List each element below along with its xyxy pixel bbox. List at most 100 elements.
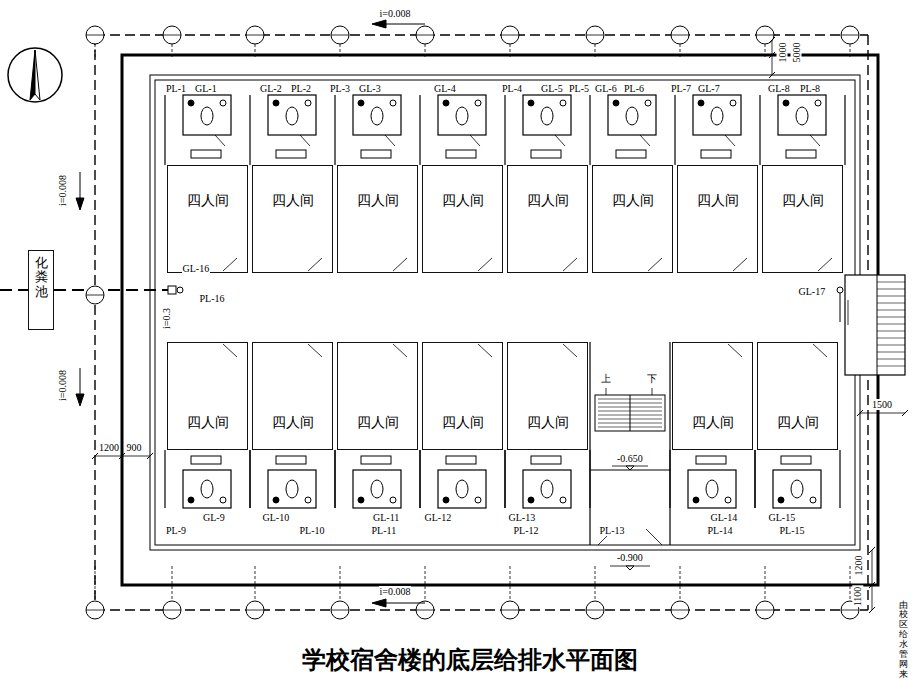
room-name: 四人间 xyxy=(697,193,739,209)
supply-riser xyxy=(305,100,311,106)
door-swing xyxy=(300,135,310,146)
drain-pipe xyxy=(95,609,868,610)
room-box: 四人间 xyxy=(762,165,843,273)
supply-riser xyxy=(220,497,226,503)
elevation-label: -0.650 xyxy=(616,453,644,464)
axis-circle-bar xyxy=(756,610,774,611)
partition-wall xyxy=(589,95,590,165)
room-name: 四人间 xyxy=(357,193,399,209)
slope-label: i=0.008 xyxy=(56,369,67,402)
wash-basin xyxy=(276,456,306,464)
pipe-label: PL-14 xyxy=(707,525,734,536)
elevation-mark xyxy=(626,466,634,470)
wash-basin xyxy=(781,456,811,464)
north-arrow-circle xyxy=(8,48,62,102)
drain-riser xyxy=(443,497,449,503)
room-box: 四人间 xyxy=(757,342,838,450)
wash-basin xyxy=(531,150,561,158)
pipe-label: GL-16 xyxy=(182,263,211,274)
axis-circle xyxy=(671,601,689,619)
pipe-label: PL-13 xyxy=(599,525,626,536)
pipe-label: PL-9 xyxy=(165,525,187,536)
partition-wall xyxy=(334,450,335,508)
wash-basin xyxy=(361,150,391,158)
slope-arrow-line xyxy=(80,368,81,396)
room-name: 四人间 xyxy=(357,415,399,431)
pipe-label: GL-14 xyxy=(710,512,739,523)
pipe-label: PL-8 xyxy=(799,83,821,94)
bathroom xyxy=(438,470,486,508)
door-swing xyxy=(385,135,395,146)
door-swing xyxy=(640,135,650,146)
supply-riser xyxy=(837,287,843,293)
supply-riser xyxy=(177,287,183,293)
wash-basin xyxy=(191,456,221,464)
partition-wall xyxy=(249,450,250,508)
stair-step xyxy=(877,366,905,367)
axis-circle xyxy=(586,601,604,619)
axis-circle-bar xyxy=(841,35,859,36)
stair-step xyxy=(877,345,905,346)
dimension-tick xyxy=(92,453,98,459)
drawing-title: 学校宿舍楼的底层给排水平面图 xyxy=(302,644,638,676)
room-name: 四人间 xyxy=(527,193,569,209)
supply-riser xyxy=(475,100,481,106)
dimension-label: 5000 xyxy=(791,41,802,63)
room-name: 四人间 xyxy=(272,193,314,209)
toilet-symbol xyxy=(286,107,298,125)
pipe-label: GL-12 xyxy=(424,512,453,523)
drain-pipe xyxy=(95,34,868,35)
entrance-stair xyxy=(845,275,905,375)
axis-circle-bar xyxy=(86,35,104,36)
partition-wall xyxy=(419,95,420,165)
door-swing xyxy=(725,135,735,146)
partition-wall xyxy=(249,450,250,508)
wash-basin xyxy=(361,456,391,464)
bathroom xyxy=(353,470,401,508)
pipe-label: GL-7 xyxy=(697,83,721,94)
door-swing xyxy=(308,344,322,357)
partition-wall xyxy=(419,450,420,508)
partition-wall xyxy=(504,95,505,165)
bathroom xyxy=(268,470,316,508)
door-swing xyxy=(215,135,225,146)
pipe-label: GL-8 xyxy=(767,83,791,94)
axis-circle xyxy=(841,26,859,44)
building-outline xyxy=(122,55,878,585)
axis-circle xyxy=(501,601,519,619)
pipe-label: PL-10 xyxy=(299,525,326,536)
dimension-tick xyxy=(769,72,775,78)
axis-circle-bar xyxy=(246,610,264,611)
supply-riser xyxy=(305,497,311,503)
toilet-symbol xyxy=(541,107,553,125)
tank-name: 化粪池 xyxy=(35,256,48,299)
axis-circle xyxy=(246,26,264,44)
wash-basin xyxy=(276,150,306,158)
axis-circle-bar xyxy=(501,610,519,611)
slope-arrow-line xyxy=(382,24,425,25)
supply-riser xyxy=(390,497,396,503)
slope-arrow-line xyxy=(80,172,81,200)
partition-wall xyxy=(759,95,760,165)
axis-circle-bar xyxy=(246,35,264,36)
pipe-label: GL-6 xyxy=(594,83,618,94)
door-swing xyxy=(223,344,237,357)
room-name: 四人间 xyxy=(777,415,819,431)
dimension-tick xyxy=(147,453,153,459)
pipe-label: PL-1 xyxy=(165,83,187,94)
room-name: 四人间 xyxy=(187,193,229,209)
pipe-label: PL-5 xyxy=(568,83,590,94)
door-swing xyxy=(646,529,662,545)
pipe-label: PL-6 xyxy=(623,83,645,94)
axis-line xyxy=(95,44,96,58)
drain-riser xyxy=(783,100,789,106)
axis-circle xyxy=(586,26,604,44)
septic-tank-box: 化粪池 xyxy=(28,250,54,330)
axis-circle xyxy=(86,286,104,304)
wash-basin xyxy=(786,150,816,158)
axis-circle xyxy=(416,26,434,44)
dimension-tick xyxy=(769,37,775,43)
door-swing xyxy=(818,258,832,271)
door-swing xyxy=(848,300,849,325)
pipe-label: GL-2 xyxy=(259,83,283,94)
